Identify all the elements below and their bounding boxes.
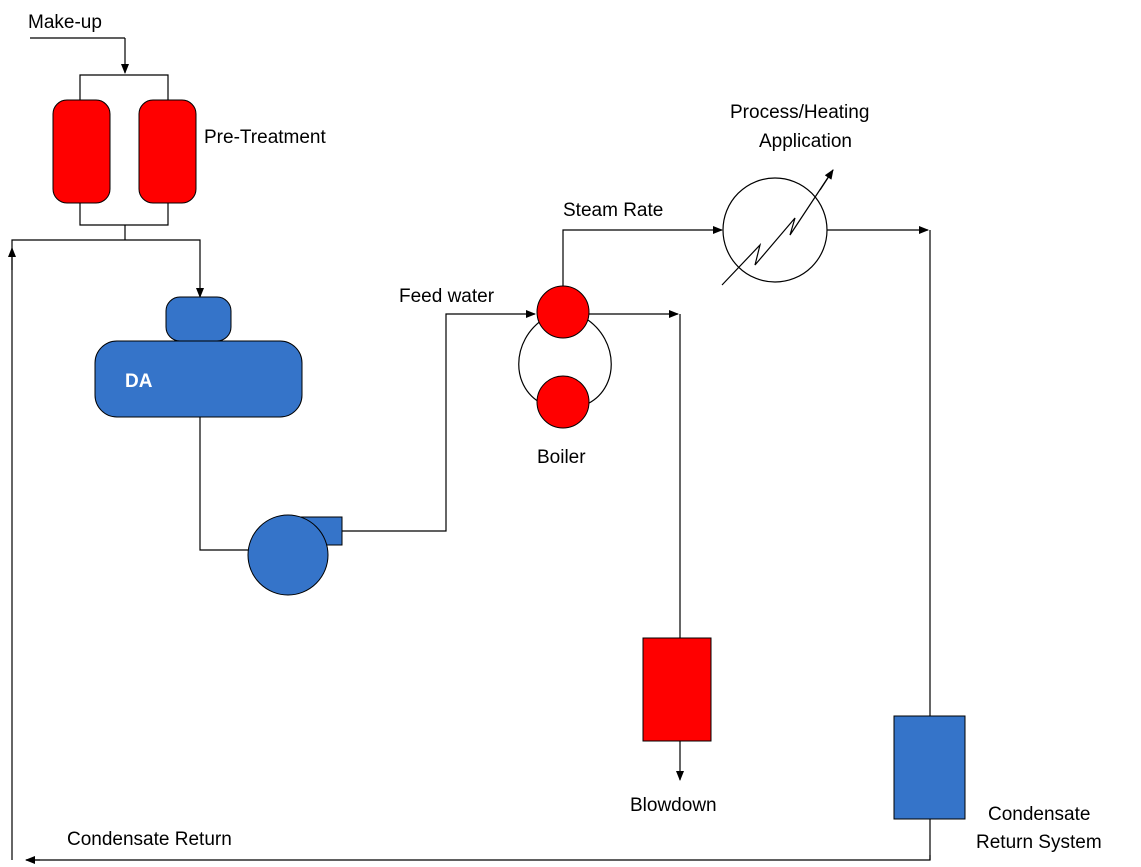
da-tank xyxy=(94,340,303,418)
pretreatment-vessel-right xyxy=(138,99,197,204)
label-process-line1: Process/Heating xyxy=(730,102,869,123)
condensate-return-line xyxy=(26,855,931,861)
boiler-mud-drum xyxy=(536,375,590,429)
pretreatment-vessel-left xyxy=(52,99,111,204)
pretreatment-inlet-header xyxy=(79,74,169,100)
label-pretreatment: Pre-Treatment xyxy=(204,127,326,148)
label-crs-line2: Return System xyxy=(976,832,1102,853)
label-feedwater: Feed water xyxy=(399,286,495,307)
da-dome xyxy=(165,296,232,342)
condensate-return-left-line xyxy=(11,239,125,860)
label-makeup: Make-up xyxy=(28,12,102,33)
heat-exchanger-coil xyxy=(721,169,834,286)
pump-body xyxy=(247,514,329,596)
heat-exchanger-arrowhead xyxy=(819,169,834,191)
heat-exchanger xyxy=(722,177,828,283)
steam-line xyxy=(562,226,723,286)
feedwater-line xyxy=(342,310,536,532)
boiler-riser-right xyxy=(584,317,612,406)
blowdown-tank xyxy=(642,637,712,742)
junction-to-da-line xyxy=(125,239,204,298)
boiler-steam-drum xyxy=(536,285,590,339)
label-da: DA xyxy=(125,371,153,392)
condensate-return-tank xyxy=(893,715,966,820)
label-crs-line1: Condensate xyxy=(988,804,1090,825)
pretreatment-outlet-header xyxy=(79,203,169,226)
label-condensate-return: Condensate Return xyxy=(67,829,232,850)
label-steam-rate: Steam Rate xyxy=(563,200,663,221)
label-process-line2: Application xyxy=(759,131,852,152)
label-blowdown: Blowdown xyxy=(630,795,717,816)
label-boiler: Boiler xyxy=(537,447,586,468)
boiler-riser-left xyxy=(518,317,546,406)
da-to-pump-line xyxy=(199,417,250,551)
